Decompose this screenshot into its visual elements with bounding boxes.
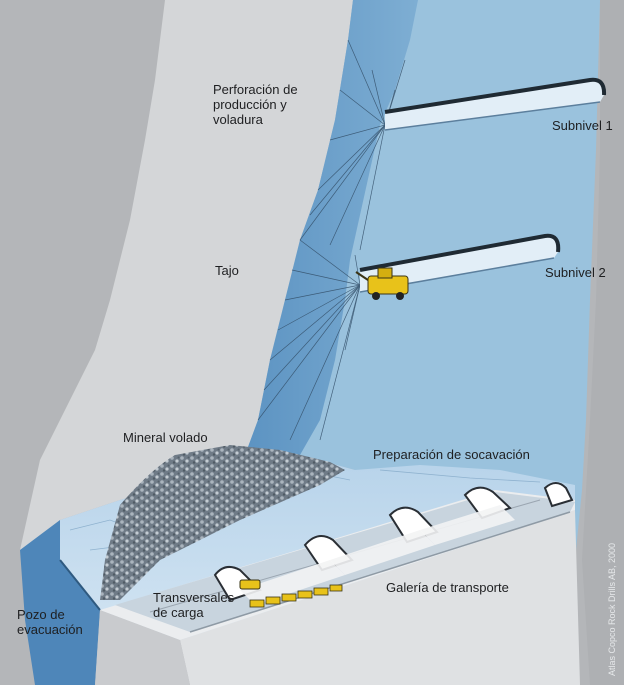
hanging-wall-rock [20,0,353,550]
label-production-drilling: Perforación de producción y voladura [213,82,298,127]
label-stope: Tajo [215,263,239,278]
stope-blast-zone [245,0,418,455]
drill-fan-sublevel-2 [257,239,361,441]
broken-ore-pile [100,445,345,600]
label-sublevel-1: Subnivel 1 [552,118,613,133]
label-ore-pass: Pozo de evacuación [17,607,83,637]
ore-train [249,584,343,608]
production-drill-rig [355,267,409,300]
label-sublevel-2: Subnivel 2 [545,265,606,280]
label-haulage-drift: Galería de transporte [386,580,509,595]
label-loading-crosscuts: Transversales de carga [153,590,235,620]
label-undercut: Preparación de socavación [373,447,530,462]
ore-pass [20,520,100,685]
drawpoint-ramps [240,505,515,605]
haulage-block-front [180,510,580,685]
footwall-rock [582,0,624,685]
drill-fan-sublevel-1 [299,39,406,251]
label-broken-ore: Mineral volado [123,430,208,445]
lhd-loader [239,579,261,590]
sublevel-1-drift [384,77,607,131]
copyright-credit: Atlas Copco Rock Drills AB, 2000 [607,542,617,676]
haulage-block-side [95,610,190,685]
